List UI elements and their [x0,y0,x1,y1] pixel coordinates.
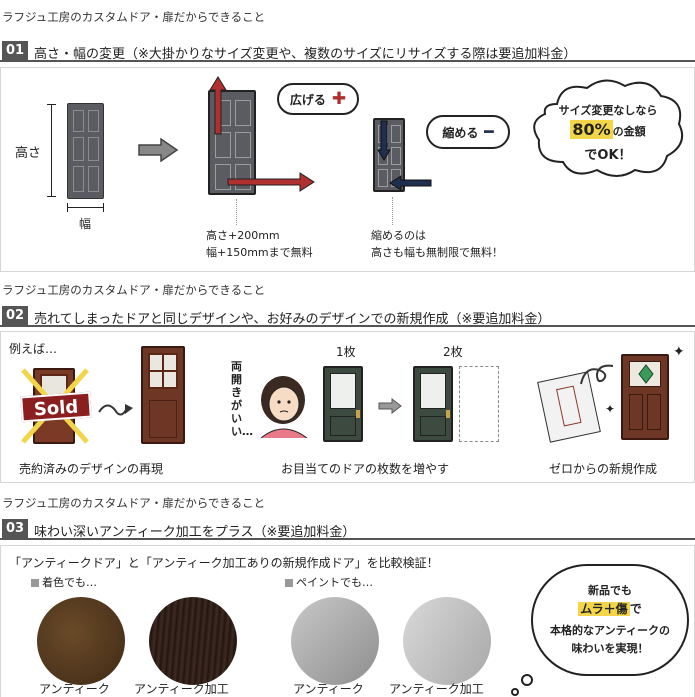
thought-dot-small [511,688,519,696]
arrow-left-navy-icon [389,175,432,191]
bubble-line-2: ムラ＋傷で [578,602,642,616]
sparkle-small-icon: ✦ [605,402,616,416]
right-arrow-icon [138,138,179,162]
section-2-number: 02 [2,306,28,326]
antique-paint-swatch [291,597,379,685]
swatch-label-1: アンティーク [39,682,110,696]
two-doors-label: 2枚 [443,345,463,359]
width-label: 幅 [79,217,92,231]
small-arrow-icon [378,398,402,414]
section-3-title: 味わい深いアンティーク加工をプラス（※要追加料金） [34,525,356,540]
antique-stain-swatch [37,597,125,685]
antique-processed-stain-swatch [149,597,237,685]
shrink-speech-bubble: 縮める ━ [426,115,510,149]
original-door-image [67,103,104,199]
section-3-panel: 「アンティークドア」と「アンティーク加工ありの新規作成ドア」を比較検証！ 着色で… [0,545,695,697]
curly-arrow-icon [98,404,133,416]
compare-text: 「アンティークドア」と「アンティーク加工ありの新規作成ドア」を比較検証！ [9,556,439,570]
new-design-door-image [621,354,669,440]
example-label: 例えば… [9,342,58,356]
sold-stamp: Sold [20,391,92,423]
expand-note-2: 幅+150mmまで無料 [206,246,313,259]
section-1-number: 01 [2,41,28,61]
shrunk-door-image [373,118,405,192]
swatch-label-3: アンティーク [293,682,364,696]
shrink-bubble-text: 縮める [442,126,479,140]
cloud-percent: 80% [570,120,613,139]
arrow-down-navy-icon [377,120,391,161]
caption-reproduce: 売約済みのデザインの再現 [19,462,164,476]
expand-note-1: 高さ+200mm [206,229,280,242]
sparkle-icon: ✦ [673,344,685,360]
paint-label: ペイントでも… [285,575,373,590]
section-2-panel: 例えば… Sold 売約済みのデザインの再現 両開きがいい… 1枚 2枚 [0,331,695,483]
vertical-thought-text: 両開きがいい… [231,360,253,438]
loop-arrow-icon [580,364,614,385]
pair-door-left-image [413,366,453,442]
section-1-panel: 高さ 幅 広げる ✚ 高さ+200mm 幅+150mmまで無料 [0,67,695,272]
antique-processed-paint-swatch [403,597,491,685]
expand-speech-bubble: 広げる ✚ [277,83,359,115]
one-door-label: 1枚 [336,345,356,359]
single-door-image [323,366,363,442]
section-3-number: 03 [2,519,28,539]
height-label: 高さ [15,146,42,161]
height-dimension-line [51,104,52,196]
thought-bubble [531,564,689,676]
shrink-note-1: 縮めるのは [371,229,426,242]
cloud-line-1: サイズ変更なしなら [558,104,658,117]
section-2-kicker: ラフジュ工房のカスタムドア・扉だからできること [2,283,266,297]
arrow-up-red-icon [209,76,227,135]
section-1-title: 高さ・幅の変更（※大掛かりなサイズ変更や、複数のサイズにリサイズする際は要追加料… [34,47,577,62]
thought-dot-large [521,674,533,686]
expanded-door-image [208,90,256,195]
bubble-line-1: 新品でも [588,584,632,597]
section-1-header: 01 高さ・幅の変更（※大掛かりなサイズ変更や、複数のサイズにリサイズする際は要… [0,40,695,62]
pair-door-new-placeholder [459,366,499,442]
bubble-line-4: 味わいを実現！ [571,642,649,655]
swatch-label-2: アンティーク加工 [134,682,229,696]
arrow-right-red-icon [227,172,315,192]
cloud-line-3: でOK！ [584,148,632,163]
section-3-kicker: ラフジュ工房のカスタムドア・扉だからできること [2,496,266,510]
swatch-label-4: アンティーク加工 [389,682,484,696]
stain-label: 着色でも… [31,575,97,590]
expand-bubble-text: 広げる [289,93,326,107]
caption-increase: お目当てのドアの枚数を増やす [281,462,450,476]
reproduced-door-image [141,346,185,444]
section-3-header: 03 味わい深いアンティーク加工をプラス（※要追加料金） [0,518,695,540]
thinking-person-icon [260,376,308,438]
bubble-line-3: 本格的なアンティークの [550,624,670,637]
shrink-note-2: 高さも幅も無制限で無料！ [371,246,503,259]
caption-new: ゼロからの新規作成 [549,462,658,476]
section-1-kicker: ラフジュ工房のカスタムドア・扉だからできること [2,10,266,24]
cloud-line-2: 80%の金額 [570,120,646,139]
section-2-header: 02 売れてしまったドアと同じデザインや、お好みのデザインでの新規作成（※要追加… [0,305,695,327]
section-2-title: 売れてしまったドアと同じデザインや、お好みのデザインでの新規作成（※要追加料金） [34,312,551,327]
minus-icon: ━ [478,122,494,141]
width-dimension-line [67,207,104,208]
plus-icon: ✚ [325,89,347,109]
